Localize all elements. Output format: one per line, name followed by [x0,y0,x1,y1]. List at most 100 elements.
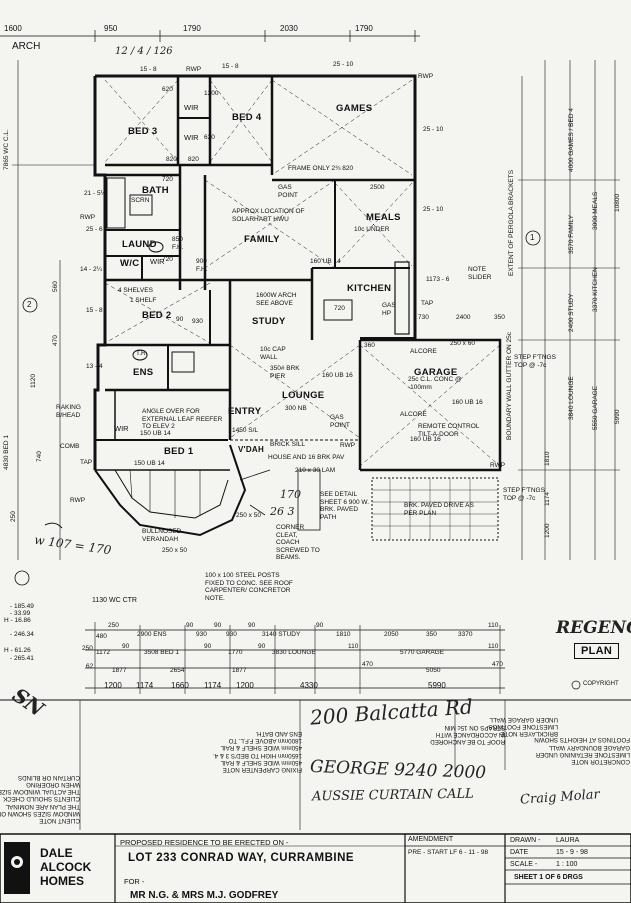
bottom-dim-r3-2: 1877 [112,667,127,674]
note-rwp-1: RWP [186,66,202,73]
bottom-dim-r1-1: 250 [108,622,119,629]
bottom-dim-r3-7: 470 [492,661,503,668]
side-dim-right-3: 2400 STUDY [568,293,575,332]
room-study: STUDY [252,316,286,327]
note-gas-hp: GAS HP [382,302,396,317]
note-90: 90 [176,316,184,323]
level-1: - 185.49 [10,603,34,610]
bottom-dim-r3-6: 5050 [426,667,441,674]
note-tr: T.R. [136,350,148,357]
note-rwp-4: RWP [340,442,356,449]
bottom-dim-r4-3: 1660 [171,681,189,690]
side-dim-left-2: 4830 BED 1 [3,434,10,470]
bottom-dim-r1-13: 3370 [458,631,473,638]
side-dim-right-4: 3840 LOUNGE [568,376,575,420]
note-scrn: SCRN [131,197,150,204]
note-corner-cleat: CORNER CLEAT, COACH SCREWED TO BEAMS. [276,524,320,561]
room-wc: W/C [120,258,140,269]
room-wir-2: WIR [184,133,199,142]
room-bed4: BED 4 [232,112,262,123]
bottom-dim-r1-8: 3140 STUDY [262,631,301,638]
note-300-nb: 300 NB [285,405,307,412]
copyright-label: COPYRIGHT [583,681,619,687]
label-verandah: V'DAH [238,445,265,454]
note-sill-e: 25 - 10 [423,206,444,213]
fixing-carpenter-note: FIXING CARPENTER NOTE 450mm WIDE SHELF &… [213,729,302,773]
note-pergola-extent: EXTENT OF PERGOLA BRACKETS [508,169,515,276]
date-value: 15 - 9 - 98 [556,849,588,856]
date-label: DATE [510,849,529,856]
room-bath: BATH [142,185,169,196]
circle-label-1: 1 [530,233,535,242]
note-1450-sl: 1450 S/L [232,427,259,434]
proposed-label: PROPOSED RESIDENCE TO BE ERECTED ON - [120,838,289,847]
note-conc-slab: 25c C.L. CONC @ -100mm [408,376,462,391]
top-dim-3: 1790 [183,24,201,33]
bottom-dim-r2-3: 90 [122,643,130,650]
bottom-dim-r4-7: 5990 [428,681,446,690]
drawn-label: DRAWN - [510,837,541,844]
note-frame-only: FRAME ONLY 2¾ 820 [288,165,354,172]
note-gas-point-1: GAS POINT [278,184,298,199]
note-slider: NOTE SLIDER [468,266,492,281]
company-name-1: DALE [40,846,73,860]
arch-label: ARCH [12,41,41,52]
bottom-dim-r2-5: 90 [204,643,212,650]
plan-badge: PLAN [574,643,620,659]
handwritten-263: 26 3 [270,505,295,518]
scale-value: 1 : 100 [556,861,578,868]
note-160-ub-16-a: 160 UB 16 [322,372,353,379]
note-250x60: 250 x 60 [450,340,475,347]
scale-label: SCALE - [510,861,538,868]
note-720-c: 720 [334,305,345,312]
bottom-dim-r4-1: 1200 [104,681,122,690]
client-note: CLIENT NOTE WINDOW SIZES SHOWN ON THE PL… [0,773,80,824]
note-step-footings-b: STEP F'TNGS TOP @ -7c [503,487,545,502]
top-dim-4: 2030 [280,24,298,33]
note-sill-f: 21 - 5¼ [84,190,107,197]
note-solarhart: APPROX LOCATION OF SOLARHART HWU [232,208,305,223]
note-bullnose: BULLNOSED VERANDAH [142,528,182,543]
note-rwp-3: RWP [80,214,96,221]
bottom-dim-r2-10: 5770 GARAGE [400,649,445,656]
note-alcore-1: ALCORE [410,348,437,355]
note-house-pav: HOUSE AND 16 BRK PAV [268,454,345,461]
bottom-dim-r2-11: 110 [488,643,499,650]
room-wir-4: WIR [114,424,129,433]
note-4-shelves: 4 SHELVES [118,287,153,294]
level-6: - 265.41 [10,655,34,662]
bottom-dim-r1-14: 110 [488,622,499,629]
note-step-footings-a: STEP F'TNGS TOP @ -7c [514,354,556,369]
note-350-brk-pier: 350# BRK PIER [270,365,300,380]
bottom-dim-r3-5: 470 [362,661,373,668]
prestart-amendment: PRE - START LF 6 - 11 - 98 [408,849,489,856]
note-10c-cap-wall: 10c CAP WALL [260,346,286,361]
note-sill-j: 13 - 4 [86,363,103,370]
room-lounge: LOUNGE [282,390,325,401]
note-210x30-lam: 210 x 30 LAM [295,467,336,474]
room-laundry: LAUND [122,239,157,250]
note-160-ub-16-b: 160 UB 16 [452,399,483,406]
room-wir-3: WIR [150,257,165,266]
side-dim-right-9: 1174 [544,492,551,506]
note-tap-2: TAP [80,459,93,466]
note-720-a: 720 [162,176,173,183]
bricklayer-note: BRICKLAYER NOTE LIMESTONE FOOTINGS UNDER… [488,715,558,737]
level-2: - 33.99 [10,610,31,617]
note-comb: COMB [60,443,80,450]
room-meals: MEALS [366,212,401,223]
note-2400: 2400 [456,314,471,321]
level-4: - 246.34 [10,631,34,638]
bottom-dim-r1-10: 1810 [336,631,351,638]
side-dim-right-5: 3000 MEALS [592,191,599,230]
side-dim-right-12: 5990 [614,409,621,424]
note-820-a: 820 [166,156,177,163]
room-garage: GARAGE [414,367,458,378]
top-dim-2: 950 [104,24,118,33]
bottom-dim-r0: 480 [96,633,107,640]
bottom-dim-r2-2: 1172 [96,649,110,656]
bottom-dim-r4-4: 1174 [204,681,222,690]
room-bed1: BED 1 [164,446,194,457]
side-dim-left-6: 740 [36,451,43,462]
